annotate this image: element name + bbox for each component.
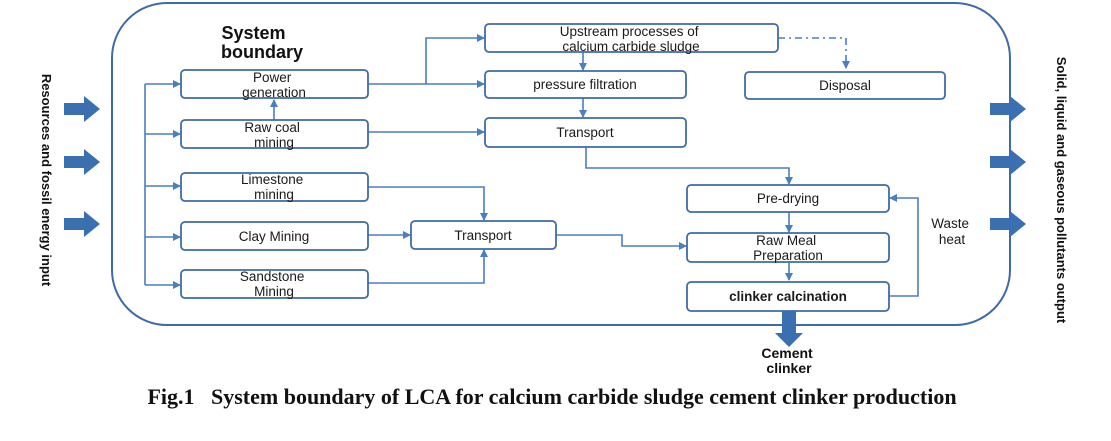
upstream-processes-box (484, 23, 779, 53)
raw-meal-label: Raw Meal Preparation (753, 233, 823, 263)
sandstone-to-transport (368, 249, 488, 284)
limestone-mining-box (180, 172, 369, 202)
limestone-to-transport (368, 186, 488, 221)
boundary-title-line1: System (221, 23, 285, 43)
pressure-filtration-label: pressure filtration (533, 77, 637, 92)
transport-top-label: Transport (556, 125, 614, 140)
connectors (144, 34, 919, 297)
box-labels: Power generation Raw coal mining Limesto… (239, 24, 871, 304)
upstream-to-disposal (778, 37, 850, 69)
output-arrow-1 (990, 96, 1026, 122)
pre-drying-label: Pre-drying (757, 191, 819, 206)
input-arrows (64, 96, 100, 237)
left-side-label: Resources and fossil energy input (39, 74, 54, 287)
cement-clinker-arrow (775, 311, 803, 347)
raw-coal-mining-box (180, 119, 369, 149)
transport-left-box (410, 220, 557, 250)
boundary-title-line2: boundary (221, 42, 303, 62)
transport-left-label: Transport (454, 228, 512, 243)
sandstone-mining-box (180, 269, 369, 299)
transport-top-box (484, 117, 687, 148)
power-generation-label: Power generation (242, 70, 306, 100)
figure-caption: Fig.1 System boundary of LCA for calcium… (147, 384, 956, 409)
waste-heat-loop (888, 194, 919, 297)
boundary-title: System boundary (221, 23, 303, 62)
raw-meal-box (686, 232, 890, 263)
disposal-box (744, 71, 946, 100)
input-arrow-3 (64, 211, 100, 237)
pre-drying-box (686, 184, 890, 213)
pressure-filtration-box (484, 70, 687, 99)
right-side-label: Solid, liquid and gaseous pollutants out… (1054, 57, 1069, 324)
output-arrow-2 (990, 149, 1026, 175)
power-to-upstream (368, 34, 485, 85)
output-arrow-3 (990, 211, 1026, 237)
raw-coal-mining-label: Raw coal mining (244, 120, 303, 150)
waste-heat-label: Waste heat (931, 216, 973, 247)
clinker-calcination-label: clinker calcination (729, 289, 847, 304)
power-generation-box (180, 69, 369, 99)
transport-to-predrying (585, 147, 793, 185)
limestone-mining-label: Limestone mining (241, 172, 307, 202)
upstream-processes-label: Upstream processes of calcium carbide sl… (560, 24, 703, 54)
process-boxes (180, 23, 946, 312)
clay-mining-label: Clay Mining (239, 229, 310, 244)
output-arrows (990, 96, 1026, 237)
transport-to-rawmeal (556, 234, 687, 250)
input-arrow-1 (64, 96, 100, 122)
disposal-label: Disposal (819, 78, 871, 93)
sandstone-mining-label: Sandstone Mining (240, 269, 308, 299)
input-arrow-2 (64, 149, 100, 175)
cement-clinker-label: Cement clinker (761, 345, 816, 376)
clay-mining-box (180, 221, 369, 251)
